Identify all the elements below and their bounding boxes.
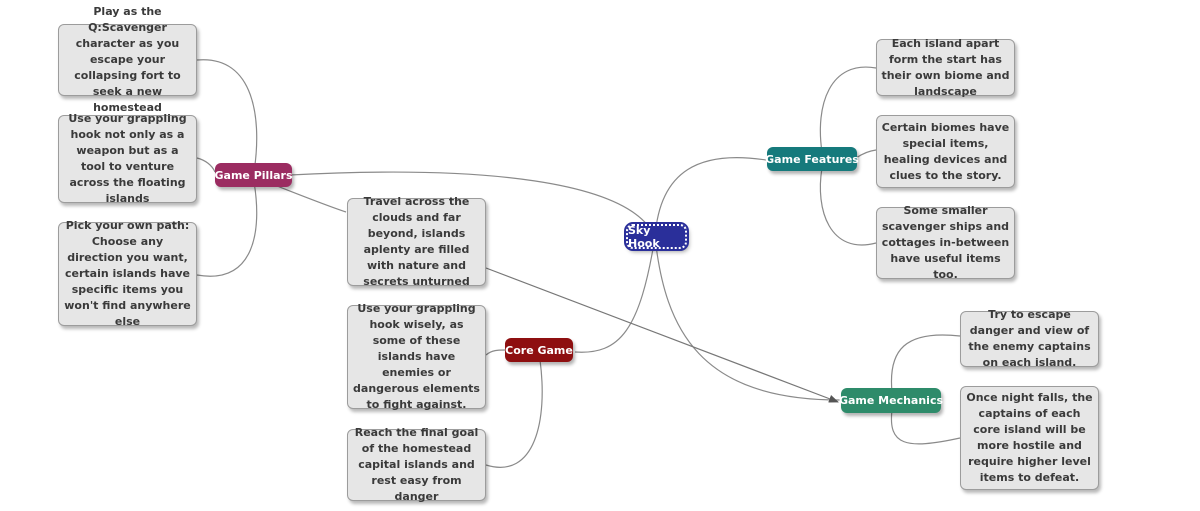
note-text: Some smaller scavenger ships and cottage… [881, 204, 1010, 281]
topic-game-mechanics-label: Game Mechanics [838, 394, 944, 407]
link-mechanics-note-2 [890, 409, 961, 445]
topic-game-pillars-label: Game Pillars [214, 168, 293, 182]
note-features-3[interactable]: Some smaller scavenger ships and cottage… [876, 204, 1015, 281]
note-text: Try to escape danger and view of the ene… [968, 308, 1091, 369]
link-central-core-game [574, 236, 656, 353]
note-features-2[interactable]: Certain biomes have special items, heali… [876, 115, 1015, 188]
topic-game-features[interactable]: Game Features [765, 147, 859, 171]
link-features-note-3 [819, 167, 877, 246]
topic-game-features-label: Game Features [765, 152, 859, 166]
central-topic-label: Sky Hook [628, 223, 660, 250]
note-text: Reach the final goal of the homestead ca… [354, 426, 479, 503]
link-features-note-1 [819, 66, 877, 153]
topic-core-game-label: Core Game [505, 343, 573, 357]
link-pillars-note-1 [196, 59, 258, 173]
note-features-1[interactable]: Each island apart form the start has the… [876, 37, 1015, 98]
note-text: Certain biomes have special items, heali… [881, 120, 1010, 182]
note-text: Each island apart form the start has the… [881, 36, 1010, 98]
link-central-game-pillars [289, 171, 656, 238]
note-mechanics-2[interactable]: Once night falls, the captains of each c… [960, 386, 1099, 490]
link-pillars-travel [271, 183, 347, 213]
central-topic-sky-hook[interactable]: Sky Hook [624, 222, 689, 251]
link-core-note-2 [485, 349, 506, 356]
note-mechanics-1[interactable]: Try to escape danger and view of the ene… [960, 308, 1099, 369]
note-pillars-1[interactable]: Play as the Q:Scavenger character as you… [58, 5, 197, 114]
note-pillars-2[interactable]: Use your grappling hook not only as a we… [58, 112, 197, 205]
topic-game-mechanics[interactable]: Game Mechanics [838, 388, 944, 413]
link-central-game-features [654, 157, 767, 238]
link-pillars-note-3 [196, 181, 258, 277]
note-text: Pick your own path: Choose any direction… [64, 219, 191, 328]
link-pillars-note-2 [196, 157, 216, 173]
note-core-2[interactable]: Use your grappling hook wisely, as some … [347, 302, 486, 411]
note-text: Use your grappling hook not only as a we… [68, 112, 187, 205]
topic-core-game[interactable]: Core Game [505, 338, 573, 362]
topic-game-pillars[interactable]: Game Pillars [214, 163, 293, 187]
note-text: Once night falls, the captains of each c… [966, 391, 1093, 484]
note-text: Travel across the clouds and far beyond,… [363, 195, 470, 288]
link-central-game-mechanics [654, 236, 841, 401]
note-text: Play as the Q:Scavenger character as you… [74, 5, 181, 114]
note-core-3[interactable]: Reach the final goal of the homestead ca… [347, 426, 486, 503]
link-core-note-3 [485, 359, 543, 468]
note-text: Use your grappling hook wisely, as some … [353, 302, 480, 411]
link-mechanics-note-1 [890, 334, 961, 393]
link-features-note-2 [855, 149, 877, 159]
note-pillars-3[interactable]: Pick your own path: Choose any direction… [58, 219, 197, 328]
relationship-arrow [485, 267, 839, 403]
note-core-1[interactable]: Travel across the clouds and far beyond,… [347, 195, 486, 288]
